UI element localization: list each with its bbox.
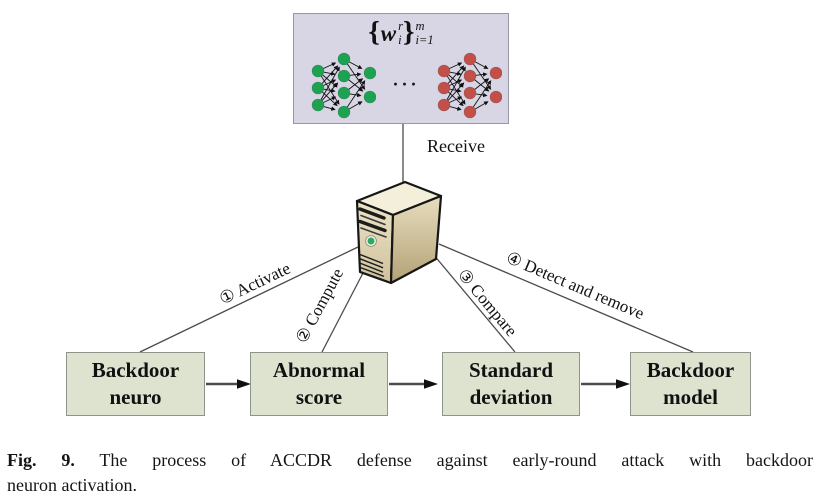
model-networks-row: ··· (294, 50, 508, 122)
process-box-text: Standard (468, 358, 554, 382)
process-box-text: Abnormal (272, 358, 366, 382)
process-box-text: model (663, 385, 718, 409)
arrowhead (237, 379, 251, 389)
process-box-text: Backdoor (646, 358, 735, 382)
arrowhead (424, 379, 438, 389)
edge-label-activate: ① Activate (216, 258, 294, 309)
caption-text: The process of ACCDR defense against ear… (99, 450, 813, 470)
server-power-button-icon (365, 235, 377, 247)
caption-line1: Fig. 9. The process of ACCDR defense aga… (7, 448, 813, 473)
edge-label-detect-remove: ④ Detect and remove (503, 247, 647, 324)
process-box-text: deviation (469, 385, 553, 409)
process-box-backdoor-model: Backdoor model (630, 352, 751, 416)
caption-line2: neuron activation. (7, 474, 137, 495)
process-box-abnormal-score: Abnormal score (250, 352, 388, 416)
arrowhead (616, 379, 630, 389)
formula-w: w (380, 20, 397, 46)
caption-label: Fig. 9. (7, 450, 75, 470)
formula-close-brace: } (403, 15, 415, 48)
benign-network-icon (311, 52, 376, 119)
process-box-text: score (295, 385, 343, 409)
process-box-backdoor-neuro: Backdoor neuro (66, 352, 205, 416)
backdoor-network-icon (437, 52, 502, 119)
ellipsis-dots: ··· (392, 73, 420, 94)
edge-label-compute: ② Compute (291, 265, 348, 347)
process-box-text: neuro (109, 385, 162, 409)
process-box-text: Backdoor (91, 358, 180, 382)
process-box-standard-deviation: Standard deviation (442, 352, 580, 416)
formula-open-brace: { (368, 15, 380, 48)
server-icon (355, 180, 443, 285)
figure-caption: Fig. 9. The process of ACCDR defense aga… (7, 448, 813, 497)
edge-label-compare: ③ Compare (453, 265, 521, 341)
receive-label: Receive (427, 136, 485, 156)
